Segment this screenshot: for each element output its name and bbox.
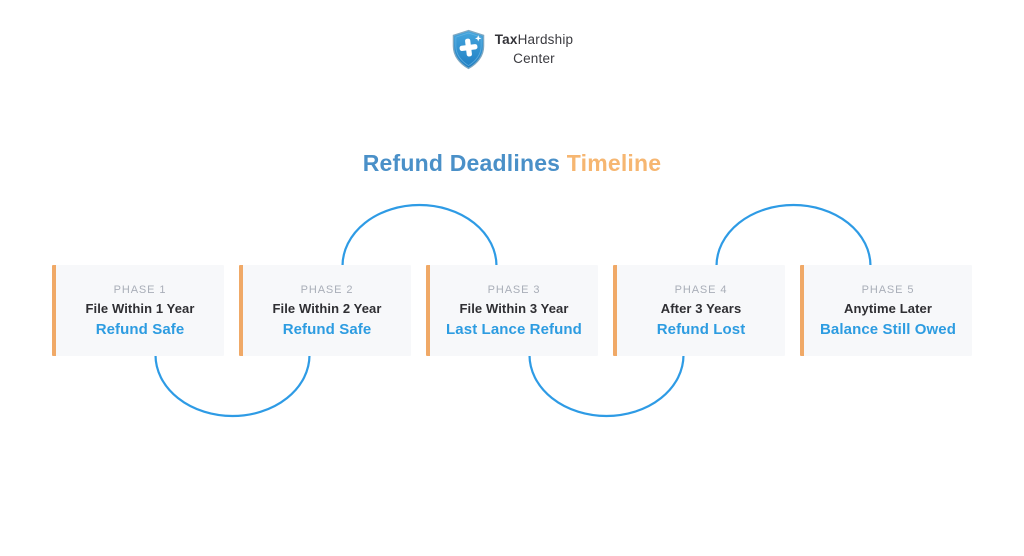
page-title-part2: Timeline (566, 150, 662, 176)
brand-name-line2: Center (513, 50, 555, 66)
brand-name-line1: TaxHardship (495, 31, 574, 50)
phase-card-2: PHASE 2 File Within 2 Year Refund Safe (239, 265, 411, 356)
connector-arc-top-2 (715, 203, 872, 268)
brand-name-regular: Hardship (517, 31, 574, 47)
phase-period: File Within 2 Year (272, 300, 382, 316)
brand-name: TaxHardship Center (495, 31, 574, 69)
page-title: Refund Deadlines Timeline (0, 150, 1024, 177)
phase-status: Balance Still Owed (819, 320, 956, 338)
shield-cross-icon (452, 29, 484, 70)
phase-label: PHASE 1 (113, 283, 167, 296)
phase-period: Anytime Later (844, 300, 932, 316)
connector-arc-top-1 (341, 203, 498, 268)
phase-card-1: PHASE 1 File Within 1 Year Refund Safe (52, 265, 224, 356)
phase-period: File Within 1 Year (85, 300, 195, 316)
connector-arc-bottom-2 (528, 353, 685, 418)
brand-logo: TaxHardship Center (0, 29, 1024, 70)
phase-status: Refund Lost (656, 320, 746, 338)
phase-period: File Within 3 Year (459, 300, 569, 316)
connector-arc-bottom-1 (154, 353, 311, 418)
phase-label: PHASE 2 (300, 283, 354, 296)
timeline-row: PHASE 1 File Within 1 Year Refund Safe P… (52, 265, 972, 356)
phase-card-3: PHASE 3 File Within 3 Year Last Lance Re… (426, 265, 598, 356)
page-title-part1: Refund Deadlines (362, 150, 561, 176)
brand-name-bold: Tax (494, 31, 518, 47)
phase-status: Refund Safe (95, 320, 185, 338)
phase-label: PHASE 5 (861, 283, 915, 296)
phase-card-5: PHASE 5 Anytime Later Balance Still Owed (800, 265, 972, 356)
phase-status: Refund Safe (282, 320, 372, 338)
phase-status: Last Lance Refund (446, 320, 582, 338)
phase-period: After 3 Years (660, 300, 742, 316)
phase-label: PHASE 4 (674, 283, 728, 296)
phase-card-4: PHASE 4 After 3 Years Refund Lost (613, 265, 785, 356)
phase-label: PHASE 3 (487, 283, 541, 296)
